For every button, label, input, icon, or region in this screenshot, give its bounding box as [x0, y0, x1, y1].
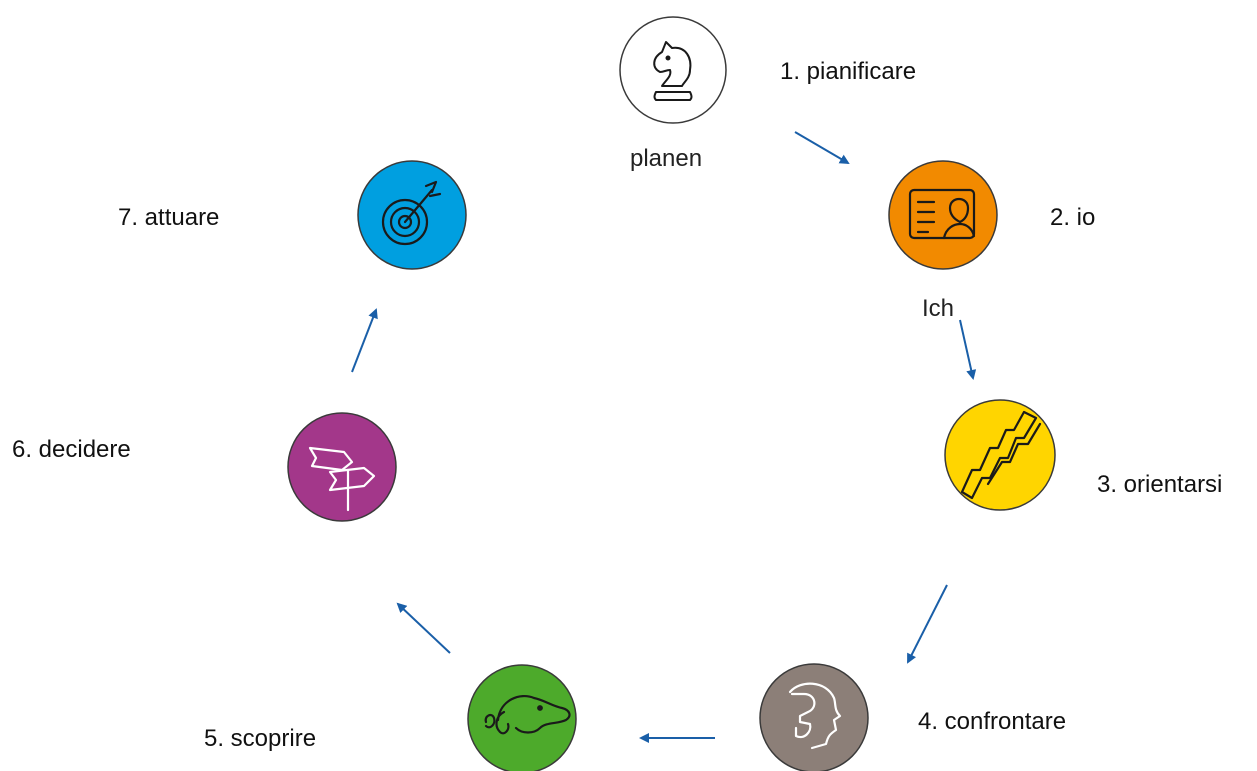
- step-2-label: 2. io: [1050, 204, 1096, 231]
- step-4-circle: [759, 663, 869, 771]
- arrow-6-to-7: [351, 308, 378, 373]
- head-question-icon: [788, 682, 842, 750]
- step-6-label: 6. decidere: [12, 436, 131, 463]
- arrow-1-to-2: [794, 131, 850, 165]
- arrow-3-to-4: [907, 584, 948, 664]
- step-4-label: 4. confrontare: [918, 708, 1067, 735]
- step-3-label: 3. orientarsi: [1097, 471, 1223, 498]
- signpost-icon: [308, 446, 376, 512]
- dog-icon: [484, 694, 571, 735]
- step-3-circle: [944, 399, 1056, 511]
- target-dart-icon: [381, 180, 442, 246]
- arrow-2-to-3: [959, 319, 977, 380]
- stairs-icon: [960, 410, 1042, 500]
- step-7-label: 7. attuare: [118, 204, 220, 231]
- chess-knight-icon: [653, 41, 693, 101]
- step-5-label: 5. scoprire: [204, 725, 317, 752]
- step-2-sublabel: Ich: [922, 295, 955, 322]
- step-2-circle: [888, 160, 998, 270]
- step-5-circle: [467, 664, 577, 771]
- step-7-circle: [357, 160, 467, 270]
- arrow-5-to-6: [396, 602, 451, 654]
- step-6-circle: [287, 412, 397, 522]
- step-1-sublabel: planen: [630, 145, 703, 172]
- step-1-circle: [619, 16, 727, 124]
- step-1-label: 1. pianificare: [780, 58, 917, 85]
- id-card-icon: [908, 188, 976, 240]
